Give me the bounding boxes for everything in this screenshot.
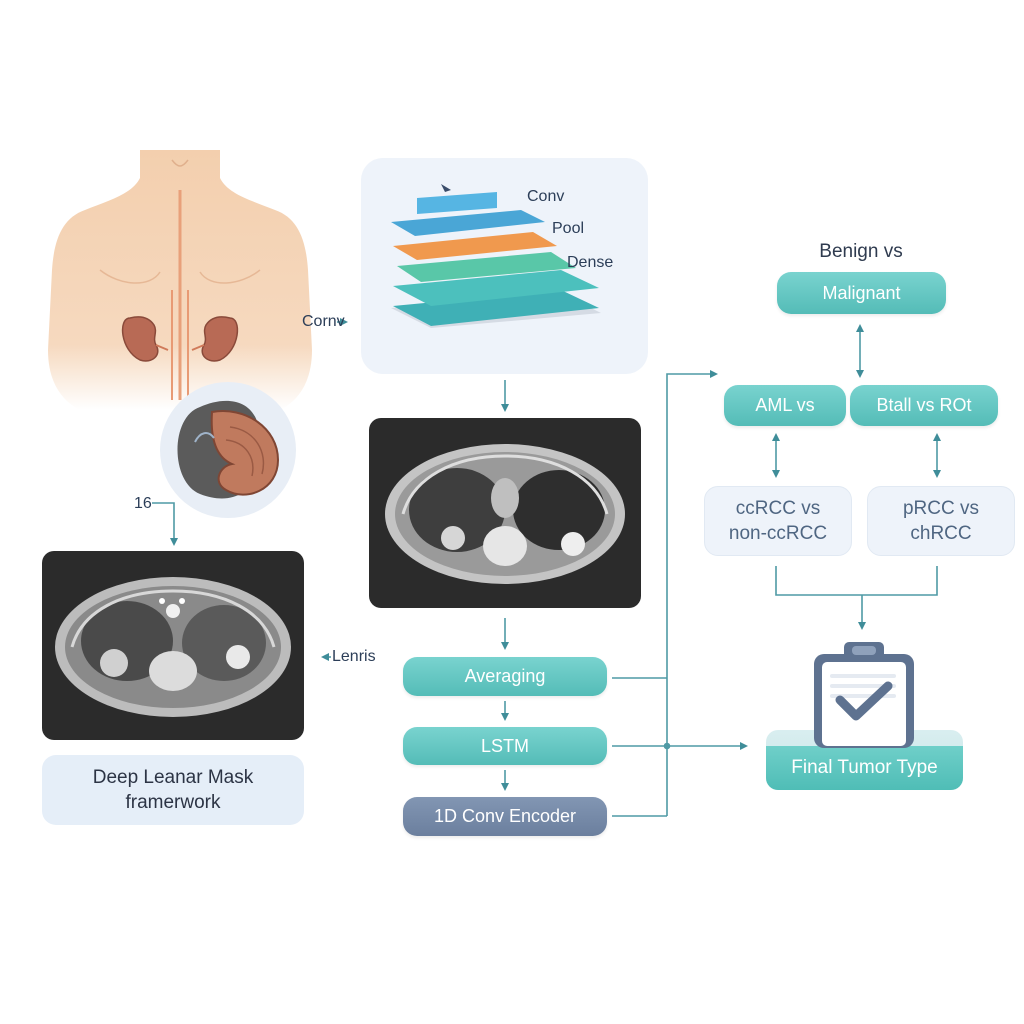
label-lenris: Lenris — [332, 648, 376, 665]
label-corn: Cornv — [302, 313, 345, 330]
human-torso-illustration — [48, 150, 312, 410]
averaging-block: Averaging — [403, 657, 607, 696]
kidney-zoom-view — [160, 382, 296, 518]
benign-vs-label: Benign vs — [819, 241, 903, 262]
ct-scan-image — [42, 551, 304, 740]
label-16: 16 — [134, 495, 152, 512]
label-pool: Pool — [552, 220, 585, 237]
prcc-node: pRCC vs chRCC — [867, 486, 1015, 556]
malignant-node: Malignant — [777, 272, 946, 314]
kidney-icon — [177, 400, 280, 499]
layer-stack-icon — [391, 184, 601, 328]
ccrcc-line1: ccRCC vs — [735, 498, 821, 519]
caption-line1: Deep Leanar Mask — [92, 767, 254, 788]
prcc-line2: chRCC — [910, 523, 972, 544]
label-dense: Dense — [567, 254, 614, 271]
prcc-line1: pRCC vs — [902, 498, 979, 519]
aml-node: AML vs — [724, 385, 846, 426]
ct-scan-image-processed — [369, 418, 641, 608]
caption-box: Deep Leanar Mask framerwork — [42, 755, 304, 825]
ccrcc-node: ccRCC vs non-ccRCC — [704, 486, 852, 556]
conv1d-encoder-block: 1D Conv Encoder — [403, 797, 607, 836]
label-conv: Conv — [527, 188, 565, 205]
lstm-block: LSTM — [403, 727, 607, 765]
caption-line2: framerwork — [125, 792, 221, 813]
other-node: Btall vs ROt — [850, 385, 998, 426]
final-tumor-type-label: Final Tumor Type — [766, 746, 963, 790]
ccrcc-line2: non-ccRCC — [728, 523, 828, 544]
clipboard-check-icon — [814, 642, 914, 748]
layer-stack-panel: Conv Pool Dense — [361, 158, 648, 374]
